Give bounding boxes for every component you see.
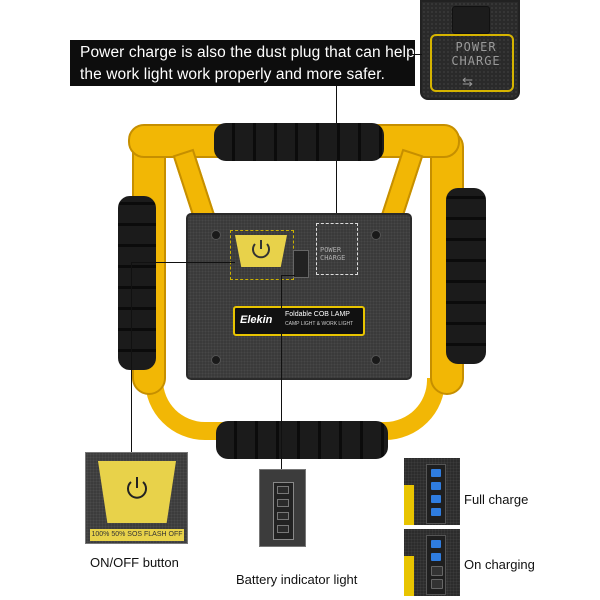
plug-outline <box>430 34 514 92</box>
dust-plug-tab <box>452 6 490 34</box>
onoff-leader-line <box>131 262 132 454</box>
battery-leader-horizontal <box>281 275 295 276</box>
led-on <box>431 553 441 561</box>
battery-indicator <box>273 482 294 540</box>
full-charge-image <box>404 458 460 525</box>
power-switch[interactable] <box>235 235 287 267</box>
charge-text: CHARGE <box>451 54 501 68</box>
battery-indicator-small <box>293 250 309 278</box>
onoff-label: ON/OFF button <box>90 555 179 570</box>
led-on <box>431 495 441 503</box>
battery-cell <box>277 512 289 520</box>
battery-zoom <box>259 469 306 547</box>
product-name: Foldable COB LAMP <box>285 311 350 318</box>
mode-strip: 100% 50% SOS FLASH OFF <box>90 529 184 541</box>
plug-leader-tick <box>410 54 422 55</box>
right-grip <box>446 188 486 364</box>
caption-box: Power charge is also the dust plug that … <box>70 40 415 86</box>
product-label: Elekin Foldable COB LAMP CAMP LIGHT & WO… <box>233 306 365 336</box>
led-on <box>431 508 441 516</box>
led-off <box>431 579 443 589</box>
led-off <box>431 566 443 576</box>
screw <box>211 355 221 365</box>
battery-cell <box>277 486 289 494</box>
plug-small-text: POWER CHARGE <box>320 246 346 262</box>
usb-icon: ⇆ <box>462 74 473 89</box>
on-charging-image <box>404 529 460 596</box>
on-charging-label: On charging <box>464 557 535 572</box>
power-icon <box>252 240 270 259</box>
screw <box>211 230 221 240</box>
top-grip <box>214 123 384 161</box>
bottom-grip <box>216 421 388 459</box>
power-charge-plug[interactable]: POWER CHARGE <box>316 223 358 275</box>
indicator-bar <box>426 464 446 524</box>
onoff-key <box>98 461 176 523</box>
lamp-body <box>186 213 412 380</box>
led-on <box>431 469 441 477</box>
battery-label: Battery indicator light <box>236 572 358 587</box>
caption-line-2: the work light work properly and more sa… <box>80 66 386 83</box>
power-icon <box>127 477 147 499</box>
brand-name: Elekin <box>240 314 273 326</box>
led-on <box>431 540 441 548</box>
full-charge-label: Full charge <box>464 492 529 507</box>
switch-edge <box>404 485 414 525</box>
battery-leader-line <box>281 275 282 469</box>
battery-cell <box>277 499 289 507</box>
led-on <box>431 482 441 490</box>
power-charge-text: POWER CHARGE <box>440 40 512 68</box>
onoff-leader-horizontal <box>131 262 235 263</box>
power-charge-zoom: POWER CHARGE ⇆ <box>420 0 520 100</box>
screw <box>371 230 381 240</box>
left-grip <box>118 196 156 370</box>
battery-cell <box>277 525 289 533</box>
power-text: POWER <box>455 40 497 54</box>
caption-line-1: Power charge is also the dust plug that … <box>80 44 415 61</box>
onoff-zoom: 100% 50% SOS FLASH OFF <box>85 452 188 544</box>
indicator-bar <box>426 535 446 595</box>
switch-edge <box>404 556 414 596</box>
product-subtitle: CAMP LIGHT & WORK LIGHT <box>285 321 354 327</box>
screw <box>371 355 381 365</box>
